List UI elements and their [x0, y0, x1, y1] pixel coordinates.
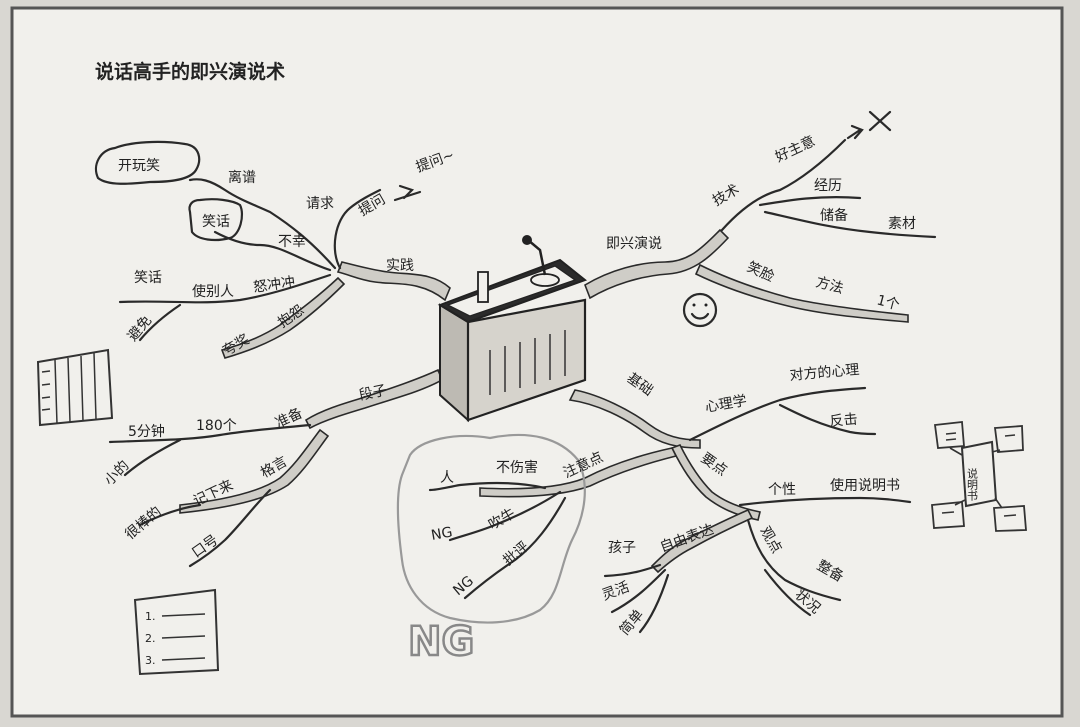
list-item-3: 3.	[145, 654, 156, 667]
label-buxing: 不幸	[278, 234, 306, 250]
manual-sketch-icon	[931, 421, 1027, 532]
branch-xiaolian	[694, 263, 909, 323]
branch-jichu	[568, 389, 701, 449]
branch-haizi	[603, 563, 662, 578]
branch-jiandan	[638, 573, 670, 634]
list-item-2: 2.	[145, 632, 156, 645]
arrow-head-tiwen	[398, 184, 415, 200]
label-duanzi: 段子	[358, 382, 389, 403]
label-xiaohua-left: 笑话	[134, 270, 162, 286]
branch-qingqiu	[188, 178, 337, 270]
numbered-list-icon: 1. 2. 3.	[133, 588, 220, 676]
smiley-eye-left	[692, 303, 696, 307]
label-shiyong: 使用说明书	[830, 477, 900, 494]
box-xiaohua	[188, 198, 244, 242]
branch-kouhao	[188, 488, 272, 568]
label-ren: 人	[440, 470, 454, 486]
branch-duanzi	[304, 368, 444, 430]
smiley-eye-right	[704, 303, 708, 307]
label-wufenzhong: 5分钟	[128, 423, 165, 440]
label-haizi: 孩子	[608, 540, 636, 556]
podium-microphone-icon	[437, 235, 588, 423]
smiley-icon	[682, 292, 718, 328]
branch-yaodian	[670, 443, 761, 521]
label-duifang: 对方的心理	[789, 362, 860, 384]
branch-fanji	[778, 403, 877, 436]
label-shuomingshu: 说明书	[966, 467, 979, 501]
branch-zhuangkuang	[763, 568, 812, 617]
label-xiaohua-top: 笑话	[202, 214, 230, 230]
label-kaiwanxiao: 开玩笑	[118, 158, 160, 174]
cloud-kaiwanxiao	[94, 140, 201, 185]
branch-shiyong	[738, 496, 912, 507]
x-mark-icon	[868, 110, 892, 132]
branch-jingli	[758, 196, 862, 207]
label-xinlixue: 心理学	[704, 393, 748, 416]
label-fanji: 反击	[829, 412, 858, 430]
branch-xiaode	[123, 438, 182, 477]
branch-kuajiang	[220, 276, 346, 359]
label-jixingyanshuo: 即兴演说	[606, 236, 662, 252]
branch-linghuo	[610, 568, 667, 614]
branch-jishu	[720, 138, 847, 232]
branch-zhunbei	[108, 423, 312, 444]
map-title: 说话高手的即兴演说术	[95, 60, 285, 83]
label-lipu: 离谱	[228, 169, 256, 186]
branch-geyan	[179, 428, 330, 514]
branch-guandian	[746, 518, 842, 602]
branch-zhuyidian	[479, 447, 678, 498]
label-shibieren: 使别人	[192, 283, 234, 300]
label-chubei: 储备	[820, 207, 848, 224]
branch-lower-right	[396, 386, 912, 634]
label-fangfa: 方法	[814, 274, 845, 297]
branch-bimian	[138, 303, 182, 342]
label-shijian: 实践	[386, 258, 414, 274]
label-sucai: 素材	[888, 216, 916, 232]
smiley-mouth	[690, 312, 710, 320]
branch-shijian-trunk	[336, 261, 451, 302]
label-yige: 1个	[875, 292, 901, 313]
branch-piping	[463, 496, 567, 600]
label-nuchongchong: 怒冲冲	[252, 274, 296, 296]
label-gexing: 个性	[768, 482, 796, 498]
branch-tiwen	[333, 188, 382, 270]
branch-upper-left	[94, 140, 451, 359]
branch-chuiniu	[448, 490, 562, 542]
arrow-haozhuyi	[846, 124, 864, 140]
branch-shibieren	[118, 273, 332, 304]
branch-chubei	[763, 210, 937, 239]
branch-ziyou	[650, 508, 754, 574]
branch-upper-right	[584, 110, 937, 328]
label-jingli: 经历	[814, 178, 842, 194]
branch-henbangde	[138, 503, 202, 527]
ng-cloud	[396, 433, 586, 624]
branch-lower-left	[108, 368, 444, 568]
branch-ren	[428, 481, 547, 492]
branch-xinlixue	[688, 386, 867, 442]
branch-jixing-trunk	[584, 228, 730, 300]
label-ng-big: NG	[408, 619, 474, 665]
label-qingqiu: 请求	[306, 196, 334, 212]
label-yibaibashi: 180个	[196, 418, 237, 434]
table-sketch-icon	[36, 348, 114, 427]
list-item-1: 1.	[145, 610, 156, 623]
label-bushanghai: 不伤害	[496, 460, 538, 476]
label-ng-1: NG	[430, 524, 454, 543]
